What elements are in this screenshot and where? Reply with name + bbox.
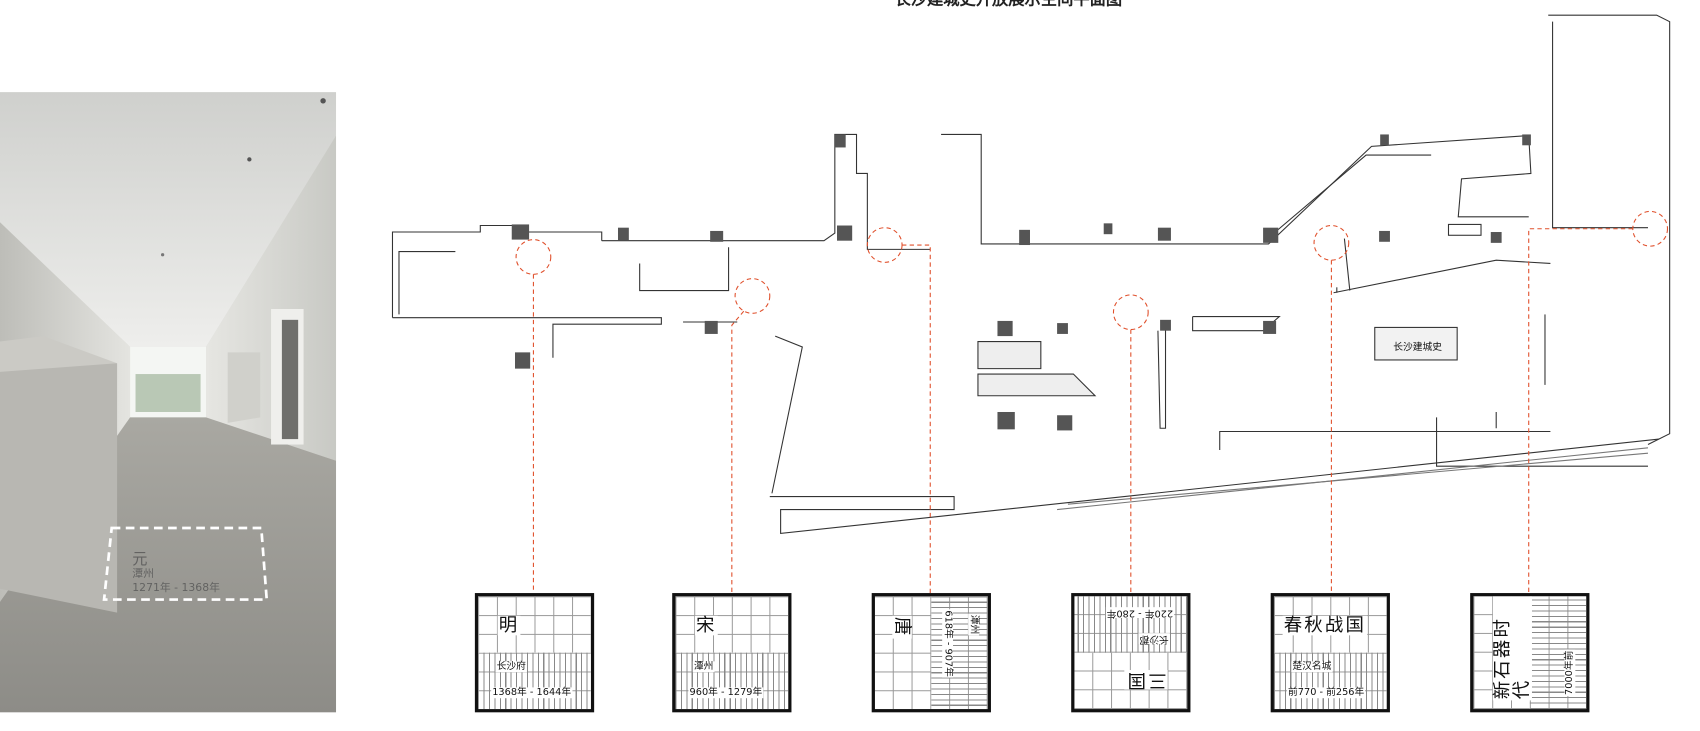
period-card-tang: 唐 潭州 618年 - 907年	[871, 593, 991, 713]
period-card-three-kingdoms: 三国 长沙郡 220年 - 280年	[1071, 593, 1191, 713]
floor-marker-place: 潭州	[132, 568, 154, 581]
plan-wall	[1157, 325, 1167, 429]
location-marker-circle	[734, 278, 771, 314]
plan-wall	[769, 438, 1659, 535]
plan-wall	[1548, 14, 1671, 446]
corridor-photo	[0, 92, 337, 713]
period-card-neolithic: 新石器时代 7000年前	[1470, 593, 1590, 713]
card-dynasty: 唐	[891, 615, 913, 639]
plan-wall	[1436, 417, 1648, 467]
card-grid	[478, 596, 591, 653]
plan-wall	[398, 250, 456, 315]
plan-wall	[601, 133, 931, 250]
card-grid	[874, 596, 932, 710]
card-place: 楚汉名城	[1291, 661, 1333, 673]
leader-line	[1528, 228, 1633, 594]
plan-wall	[639, 247, 730, 292]
location-marker-circle	[1632, 210, 1669, 247]
location-marker-circle	[1313, 224, 1350, 261]
card-dynasty: 春秋战国	[1282, 614, 1368, 637]
card-place: 长沙府	[495, 661, 527, 673]
plan-wall	[1273, 154, 1432, 234]
location-marker-circle	[1112, 294, 1149, 331]
card-place: 潭州	[692, 661, 715, 673]
plan-label: 长沙建城史	[1393, 340, 1442, 353]
card-dynasty: 新石器时代	[1492, 596, 1533, 701]
card-period: 1368年 - 1644年	[491, 687, 573, 699]
location-marker-circle	[515, 239, 552, 275]
period-card-ming: 明长沙府 1368年 - 1644年	[474, 593, 595, 713]
card-hatch	[1074, 596, 1188, 653]
card-period: 960年 - 1279年	[688, 687, 764, 699]
plan-stair	[977, 373, 1097, 397]
plan-wall	[391, 224, 603, 318]
card-hatch	[1529, 596, 1587, 710]
location-marker-circle	[866, 227, 903, 263]
floor-marker-dynasty: 元	[132, 550, 148, 569]
plan-wall	[941, 133, 1532, 245]
card-grid	[675, 596, 789, 653]
floor-marker: 元 潭州 1271年 - 1368年	[132, 550, 220, 595]
plan-wall	[1552, 21, 1648, 229]
card-period: 前770 - 前256年	[1286, 687, 1366, 699]
card-place: 潭州	[968, 613, 980, 636]
drawing-title: 长沙建城史开放展示空间平面图	[824, 0, 1193, 10]
plan-exhibit-panel	[1374, 326, 1458, 361]
card-period: 618年 - 907年	[942, 609, 954, 678]
plan-wall	[1333, 259, 1551, 294]
floor-marker-period: 1271年 - 1368年	[132, 582, 220, 595]
period-card-spring-autumn: 春秋战国楚汉名城前770 - 前256年	[1270, 593, 1390, 713]
leader-line	[731, 310, 745, 594]
plan-wall	[771, 335, 803, 494]
card-dynasty: 宋	[694, 614, 718, 637]
card-hatch	[478, 652, 591, 710]
period-card-song: 宋潭州 960年 - 1279年	[672, 593, 792, 713]
card-period: 220年 - 280年	[1105, 607, 1175, 618]
card-hatch	[931, 596, 988, 710]
plan-wall	[392, 317, 662, 358]
leader-line	[902, 244, 931, 594]
card-period: 7000年前	[1564, 649, 1576, 697]
plan-wall	[1219, 430, 1551, 450]
card-place: 长沙郡	[1138, 633, 1170, 645]
card-dynasty: 三国	[1124, 668, 1168, 691]
card-dynasty: 明	[497, 614, 521, 637]
plan-stair	[977, 340, 1042, 370]
